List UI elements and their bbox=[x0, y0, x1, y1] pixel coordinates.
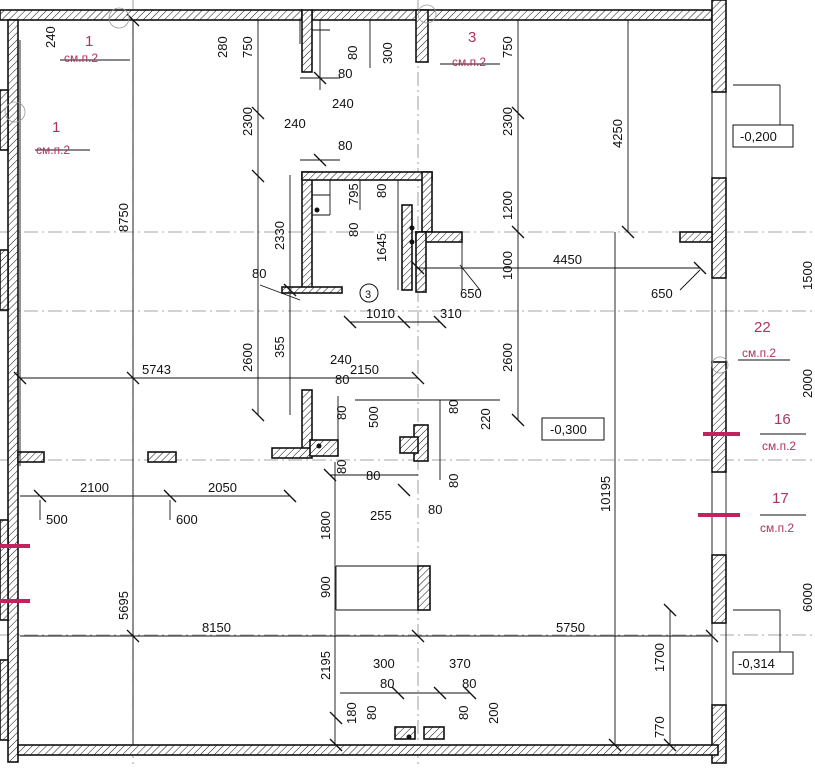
ref-sub-1a: см.п.2 bbox=[64, 51, 98, 65]
dim-80-j: 80 bbox=[366, 468, 380, 483]
dim-750-b: 750 bbox=[500, 36, 515, 58]
dim-2600-a: 2600 bbox=[240, 343, 255, 372]
dim-255: 255 bbox=[370, 508, 392, 523]
dim-2300-b: 2300 bbox=[500, 107, 515, 136]
dim-1645: 1645 bbox=[374, 233, 389, 262]
dim-80-d: 80 bbox=[346, 223, 361, 237]
dim-1700: 1700 bbox=[652, 643, 667, 672]
dim-5743: 5743 bbox=[142, 362, 171, 377]
dim-240-top: 240 bbox=[43, 26, 58, 48]
outer-walls bbox=[0, 0, 727, 764]
ref-sub-22: см.п.2 bbox=[742, 346, 776, 360]
dim-5750: 5750 bbox=[556, 620, 585, 635]
dim-80-l: 80 bbox=[428, 502, 442, 517]
ref-num-16: 16 bbox=[774, 411, 791, 428]
dim-240-c: 240 bbox=[284, 116, 306, 131]
dim-80-e: 80 bbox=[252, 266, 266, 281]
dim-300-b: 300 bbox=[373, 656, 395, 671]
dim-80-p: 80 bbox=[456, 706, 471, 720]
dimension-labels: 240 280 750 80 300 80 240 750 2300 2300 … bbox=[43, 26, 673, 738]
partitions bbox=[17, 9, 713, 740]
section-references: 1 см.п.2 3 см.п.2 1 см.п.2 22 см.п.2 16 … bbox=[36, 29, 796, 535]
dim-355: 355 bbox=[272, 336, 287, 358]
level-labels: -0,200 -0,300 -0,314 bbox=[550, 129, 777, 671]
dim-1800: 1800 bbox=[318, 511, 333, 540]
dim-80-top2: 80 bbox=[338, 66, 352, 81]
dim-200: 200 bbox=[486, 702, 501, 724]
dim-750-a: 750 bbox=[240, 36, 255, 58]
level-label-3: -0,314 bbox=[738, 656, 775, 671]
dim-370: 370 bbox=[449, 656, 471, 671]
dim-2600-b: 2600 bbox=[500, 343, 515, 372]
dim-80-n: 80 bbox=[462, 676, 476, 691]
section-cut-lines bbox=[0, 432, 740, 603]
dim-2150: 2150 bbox=[350, 362, 379, 377]
dim-80-a: 80 bbox=[345, 46, 360, 60]
room-number: 3 bbox=[365, 289, 371, 301]
ref-sub-1b: см.п.2 bbox=[36, 143, 70, 157]
dim-180: 180 bbox=[344, 702, 359, 724]
dim-240-d: 240 bbox=[330, 352, 352, 367]
edge-marks: 1500 2000 6000 bbox=[800, 261, 815, 612]
dim-80-m: 80 bbox=[380, 676, 394, 691]
ref-leaders bbox=[4, 4, 806, 652]
dim-80-i: 80 bbox=[334, 460, 349, 474]
level-label-1: -0,200 bbox=[740, 129, 777, 144]
dim-1010: 1010 bbox=[366, 306, 395, 321]
dim-10195: 10195 bbox=[598, 476, 613, 512]
dimension-ticks bbox=[13, 13, 719, 752]
dim-500-b: 500 bbox=[46, 512, 68, 527]
dim-600: 600 bbox=[176, 512, 198, 527]
level-markers bbox=[541, 124, 794, 675]
edge-mark-1: 1500 bbox=[800, 261, 815, 290]
dim-80-h: 80 bbox=[446, 400, 461, 414]
edge-mark-3: 6000 bbox=[800, 583, 815, 612]
ref-num-3: 3 bbox=[468, 29, 476, 46]
dim-500-a: 500 bbox=[366, 406, 381, 428]
level-label-2: -0,300 bbox=[550, 422, 587, 437]
ref-num-1a: 1 bbox=[85, 33, 93, 50]
dim-2050: 2050 bbox=[208, 480, 237, 495]
dim-80-b: 80 bbox=[338, 138, 352, 153]
dim-2100: 2100 bbox=[80, 480, 109, 495]
dim-80-g: 80 bbox=[334, 406, 349, 420]
dim-280: 280 bbox=[215, 36, 230, 58]
dim-4250: 4250 bbox=[610, 119, 625, 148]
ref-sub-3: см.п.2 bbox=[452, 55, 486, 69]
dim-2330: 2330 bbox=[272, 221, 287, 250]
ref-sub-17: см.п.2 bbox=[760, 521, 794, 535]
dim-80-o: 80 bbox=[364, 706, 379, 720]
dim-1200: 1200 bbox=[500, 191, 515, 220]
dim-5695: 5695 bbox=[116, 591, 131, 620]
dim-2300-a: 2300 bbox=[240, 107, 255, 136]
dim-80-f: 80 bbox=[335, 372, 349, 387]
ref-num-22: 22 bbox=[754, 319, 771, 336]
dim-300-top: 300 bbox=[380, 42, 395, 64]
dim-310: 310 bbox=[440, 306, 462, 321]
dim-650-b: 650 bbox=[651, 286, 673, 301]
dimension-lines bbox=[19, 20, 712, 745]
dim-80-k: 80 bbox=[446, 474, 461, 488]
dim-8150: 8150 bbox=[202, 620, 231, 635]
dim-240-b: 240 bbox=[332, 96, 354, 111]
dim-2195: 2195 bbox=[318, 651, 333, 680]
dim-80-c: 80 bbox=[374, 184, 389, 198]
dim-220: 220 bbox=[478, 408, 493, 430]
dim-8750: 8750 bbox=[116, 203, 131, 232]
dim-900: 900 bbox=[318, 576, 333, 598]
ref-num-17: 17 bbox=[772, 490, 789, 507]
edge-mark-2: 2000 bbox=[800, 369, 815, 398]
dim-795: 795 bbox=[346, 183, 361, 205]
dim-650-a: 650 bbox=[460, 286, 482, 301]
dim-770: 770 bbox=[652, 716, 667, 738]
dim-4450: 4450 bbox=[553, 252, 582, 267]
ref-num-1b: 1 bbox=[52, 119, 60, 136]
dim-1000: 1000 bbox=[500, 251, 515, 280]
ref-sub-16: см.п.2 bbox=[762, 439, 796, 453]
